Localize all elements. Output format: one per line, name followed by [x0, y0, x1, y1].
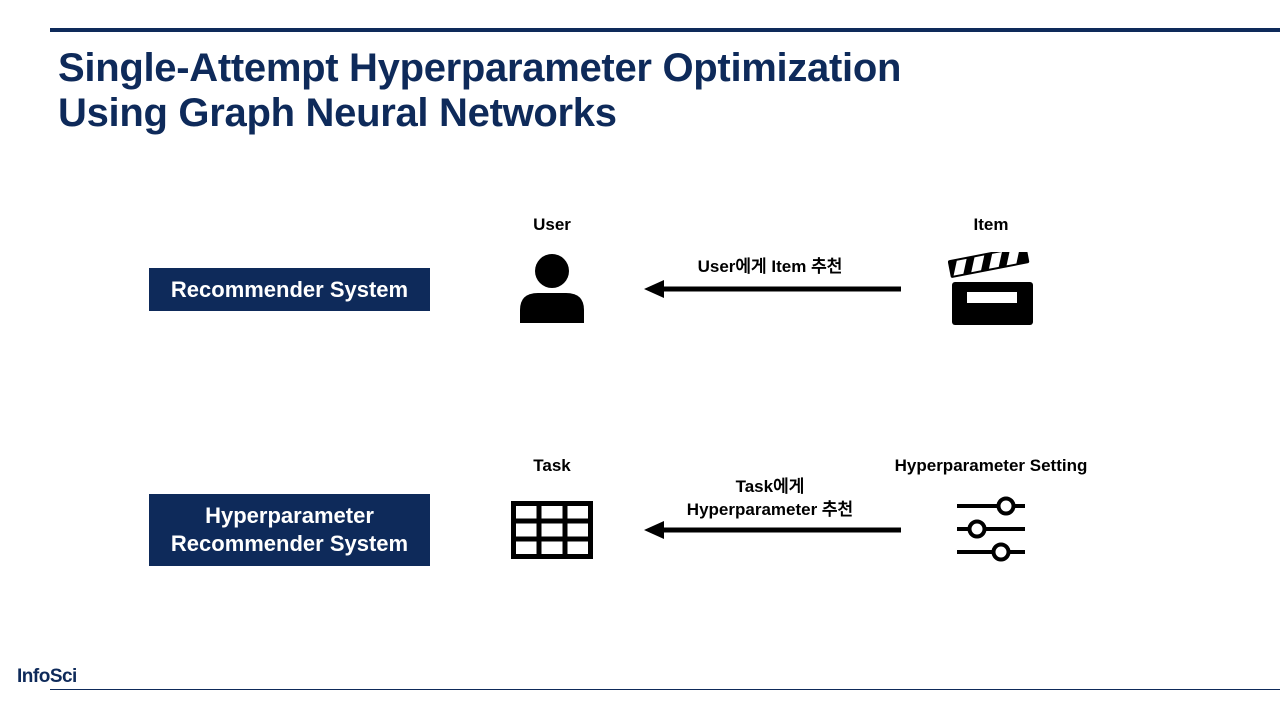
arrow-item-to-user [644, 280, 901, 298]
arrow-label-task-hp: Task에게 Hyperparameter 추천 [650, 475, 890, 521]
arrow-label-user-item: User에게 Item 추천 [660, 255, 880, 278]
arrow-label-user-item-line-1: User에게 Item 추천 [697, 257, 843, 276]
arrow-hp-to-task [644, 521, 901, 539]
recommender-system-label: Recommender System [170, 276, 409, 302]
bottom-divider [50, 689, 1280, 690]
arrow-label-task-hp-line-1: Task에게 [735, 477, 805, 496]
table-grid-icon [511, 501, 593, 559]
hyperparameter-setting-label: Hyperparameter Setting [894, 456, 1088, 475]
top-divider [50, 28, 1280, 32]
title-line-2: Using Graph Neural Networks [58, 91, 617, 135]
hyperparameter-recommender-system-box: Hyperparameter Recommender System [149, 494, 430, 566]
recommender-system-box: Recommender System [149, 268, 430, 311]
clapperboard-icon [948, 252, 1033, 325]
slide-title: Single-Attempt Hyperparameter Optimizati… [58, 46, 901, 136]
hp-system-label-line-1: Hyperparameter [205, 503, 374, 528]
user-label: User [533, 215, 571, 234]
task-label: Task [533, 456, 571, 475]
hp-system-label-line-2: Recommender System [170, 531, 409, 556]
sliders-icon [957, 496, 1025, 562]
arrow-label-task-hp-line-2: Hyperparameter 추천 [686, 500, 854, 519]
item-label: Item [973, 215, 1009, 234]
user-icon [520, 254, 584, 323]
infosci-logo: InfoSci [17, 666, 77, 687]
title-line-1: Single-Attempt Hyperparameter Optimizati… [58, 46, 902, 90]
